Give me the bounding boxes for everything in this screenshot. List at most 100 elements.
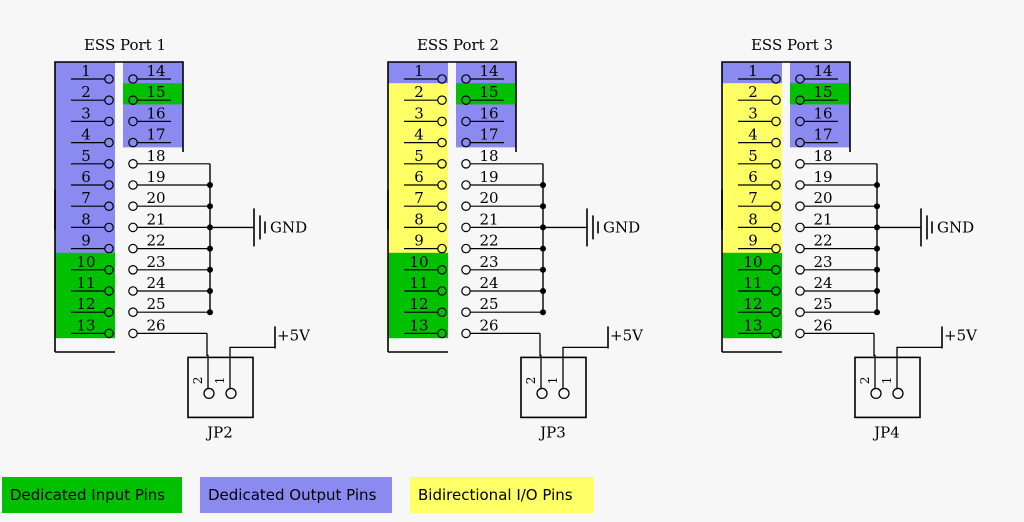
pin-label-left: 11 (409, 274, 428, 292)
jumper-pin-2 (536, 387, 548, 400)
pin-label-left: 5 (748, 147, 758, 165)
pin-label-right: 18 (146, 147, 165, 165)
jumper-pin-label: 2 (191, 377, 205, 385)
jumper-pin-label: 1 (546, 377, 560, 385)
junction-dot (874, 309, 880, 316)
jumper-pin-1 (892, 387, 904, 400)
pin-label-left: 6 (81, 168, 91, 186)
pin-bg-left (388, 274, 448, 296)
junction-dot (540, 203, 546, 210)
pin-hole-right (795, 307, 805, 317)
pin-bg-left (388, 189, 448, 211)
pin-label-right: 24 (479, 274, 498, 292)
pin-label-right: 24 (146, 274, 165, 292)
wire-vcc (896, 346, 942, 390)
pin-hole-left (437, 222, 447, 233)
pin-hole-left (771, 137, 781, 148)
port-title: ESS Port 1 (84, 36, 166, 54)
junction-dot (540, 288, 546, 294)
pin-hole-left (437, 74, 447, 84)
pin-label-right: 23 (479, 253, 498, 271)
pin-hole-right (795, 222, 805, 233)
vcc-label: +5V (944, 326, 978, 344)
pin-hole-right (128, 264, 138, 275)
pin-hole-right (795, 180, 805, 190)
legend-output-label: Dedicated Output Pins (208, 486, 377, 504)
pin-hole-left (104, 222, 114, 233)
pin-label-right: 22 (479, 232, 498, 250)
jumper-label: JP2 (205, 423, 233, 441)
pin-hole-right (461, 307, 471, 317)
pin-label-left: 13 (409, 316, 428, 334)
pin-hole-left (437, 95, 447, 105)
legend-output: Dedicated Output Pins (200, 477, 392, 513)
pin-bg-right (456, 125, 516, 148)
junction-dot (207, 245, 213, 252)
pin-hole-left (437, 201, 447, 211)
pin-label-left: 1 (748, 62, 758, 80)
pin-label-left: 11 (76, 274, 95, 292)
pin-hole-left (771, 201, 781, 211)
pin-bg-left (722, 83, 782, 105)
pin-hole-left (771, 307, 781, 317)
pin-hole-right (461, 243, 471, 254)
pin-hole-right (795, 201, 805, 211)
pin-label-right: 16 (146, 104, 165, 122)
pin-hole-right (128, 307, 138, 317)
junction-dot (207, 309, 213, 316)
pin-bg-left (388, 295, 448, 317)
wire-pin26 (873, 333, 876, 390)
pin-hole-left (104, 307, 114, 317)
pin-hole-left (437, 243, 447, 254)
pin-bg-left (55, 274, 115, 296)
pin-label-right: 25 (146, 295, 165, 313)
pin-bg-right (790, 125, 850, 148)
pin-hole-left (771, 222, 781, 233)
pin-bg-right (123, 125, 183, 148)
pin-bg-left (722, 62, 782, 84)
pin-label-right: 26 (146, 316, 165, 334)
pin-bg-left (55, 146, 115, 169)
junction-dot (207, 182, 213, 188)
pin-label-left: 3 (81, 104, 91, 122)
pin-label-right: 19 (479, 168, 498, 186)
pin-label-right: 26 (813, 316, 832, 334)
pin-label-right: 14 (146, 62, 165, 80)
gnd-label: GND (270, 218, 307, 236)
pin-label-right: 20 (479, 189, 498, 207)
pin-label-left: 6 (414, 168, 424, 186)
junction-dot (207, 288, 213, 294)
pin-bg-left (55, 83, 115, 105)
pin-label-left: 10 (409, 253, 428, 271)
jumper-box (854, 356, 921, 419)
pin-label-right: 16 (813, 104, 832, 122)
pin-label-right: 16 (479, 104, 498, 122)
pin-hole-right (461, 264, 471, 275)
pin-label-right: 17 (146, 126, 165, 144)
pin-bg-right (790, 104, 850, 127)
pin-hole-left (104, 116, 114, 127)
pin-bg-left (722, 252, 782, 275)
pin-label-right: 20 (813, 189, 832, 207)
legend-bidir-label: Bidirectional I/O Pins (418, 486, 573, 504)
legend-bidir: Bidirectional I/O Pins (410, 477, 594, 513)
pin-hole-left (437, 286, 447, 296)
junction-dot (874, 288, 880, 294)
pin-label-right: 15 (813, 83, 832, 101)
pin-hole-left (104, 286, 114, 296)
pin-hole-left (437, 264, 447, 275)
pin-label-left: 10 (743, 253, 762, 271)
pin-hole-left (437, 116, 447, 127)
pin-label-left: 4 (81, 126, 91, 144)
pin-bg-left (55, 104, 115, 127)
pin-label-right: 15 (146, 83, 165, 101)
pin-hole-left (771, 116, 781, 127)
junction-dot (540, 266, 546, 273)
pin-label-right: 24 (813, 274, 832, 292)
pin-label-right: 23 (146, 253, 165, 271)
pin-hole-left (771, 159, 781, 169)
junction-dot (874, 245, 880, 252)
pin-hole-left (104, 201, 114, 211)
jumper-pin-2 (203, 387, 215, 400)
pin-label-left: 4 (414, 126, 424, 144)
